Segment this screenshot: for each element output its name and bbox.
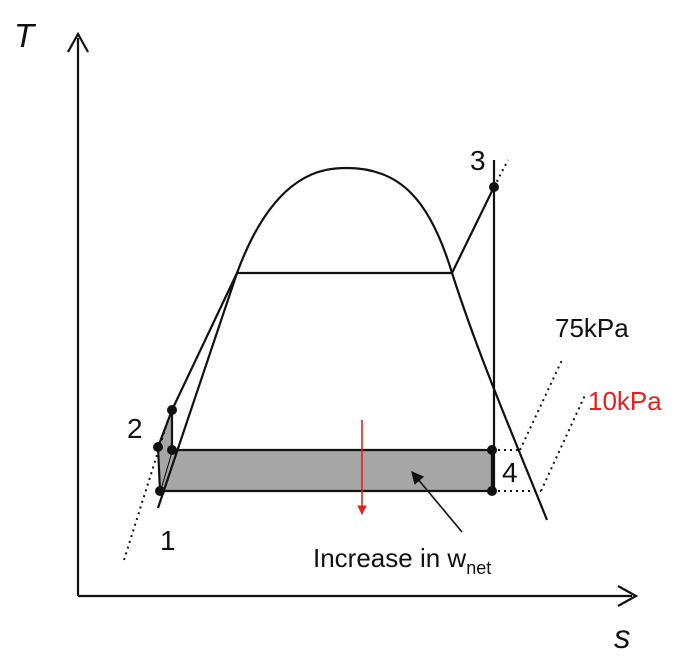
boiler-heating-line: [171, 272, 238, 411]
annotation-main: Increase in w: [313, 543, 466, 573]
isobar-75kpa: [492, 359, 563, 451]
y-axis: [67, 31, 89, 596]
state-label-3: 3: [470, 145, 486, 176]
annotation-subscript: net: [466, 558, 491, 578]
state-label-4: 4: [502, 457, 518, 488]
pump-slope-line: [156, 409, 174, 448]
point-4-low: [487, 486, 497, 496]
x-axis-arrowhead: [617, 585, 639, 607]
superheat-line: [451, 186, 495, 274]
point-2-low: [153, 442, 163, 452]
pressure-label-low: 10kPa: [588, 386, 662, 416]
point-4-high: [487, 445, 497, 455]
x-axis-label: s: [614, 618, 631, 655]
shaded-work-increase: [158, 448, 494, 493]
pump-line-low: [156, 446, 162, 492]
x-axis: [78, 585, 639, 607]
point-3: [489, 182, 499, 192]
point-2-high: [167, 405, 177, 415]
annotation-arrow: [411, 471, 463, 533]
isobar-10kpa: [123, 159, 587, 561]
y-axis-arrowhead: [67, 31, 89, 53]
annotation-text: Increase in wnet: [313, 543, 491, 578]
state-points: [153, 182, 499, 496]
state-label-2: 2: [127, 413, 143, 444]
state-label-1: 1: [160, 525, 176, 556]
pressure-label-high: 75kPa: [555, 313, 629, 343]
y-axis-label: T: [14, 17, 37, 54]
point-1: [155, 486, 165, 496]
point-2-sat: [167, 445, 177, 455]
shaded-pump-sliver: [158, 410, 172, 491]
saturation-dome: [156, 166, 549, 521]
